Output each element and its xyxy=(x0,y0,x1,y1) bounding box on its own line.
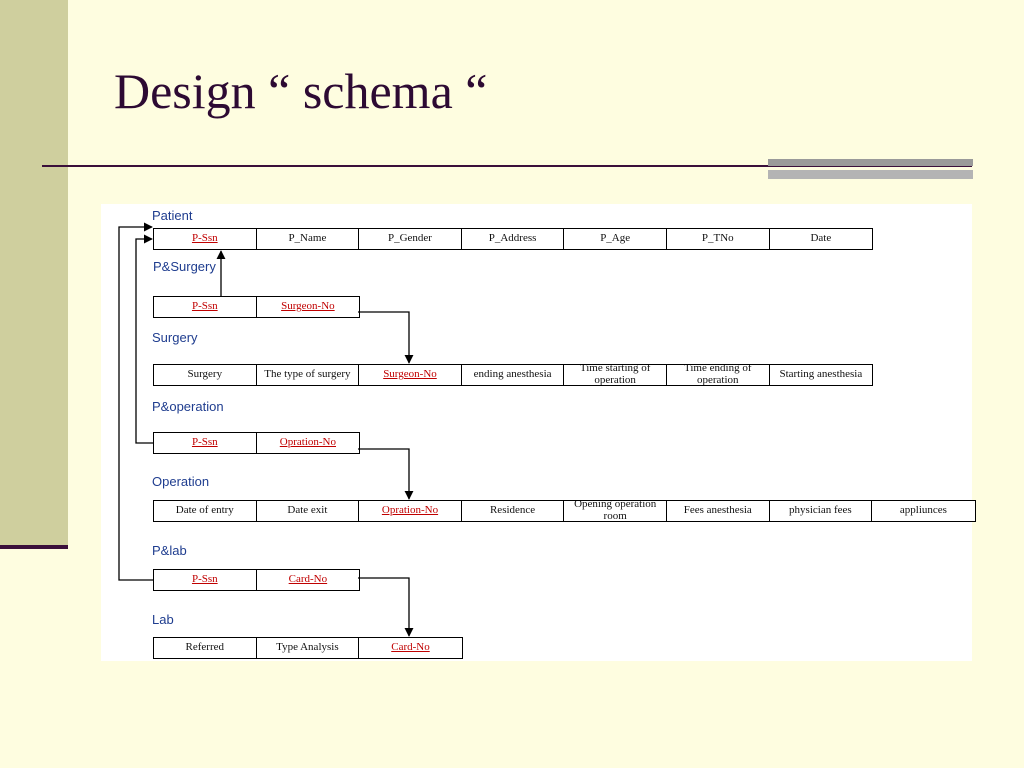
field-cell: Surgery xyxy=(154,365,257,385)
entity-label-lab: Lab xyxy=(152,612,174,627)
field-cell: Card-No xyxy=(391,641,430,654)
field-cell: Fees anesthesia xyxy=(667,501,770,521)
title-divider-accent-top xyxy=(768,159,973,166)
sidebar-band xyxy=(0,0,68,548)
field-cell: P_Age xyxy=(564,229,667,249)
entity-label-p-lab: P&lab xyxy=(152,543,187,558)
field-cell: P_Address xyxy=(462,229,565,249)
field-cell: Card-No xyxy=(288,573,328,586)
field-cell: P-Ssn xyxy=(154,570,257,590)
arrow-p-operation-to-operation xyxy=(358,448,414,500)
arrow-p-surgery-to-surgery xyxy=(358,311,414,364)
field-cell: P_Gender xyxy=(359,229,462,249)
arrow-p-lab-to-patient xyxy=(118,222,153,581)
field-cell: P-Ssn xyxy=(154,229,257,249)
field-cell: Type Analysis xyxy=(257,638,360,658)
field-cell: Residence xyxy=(462,501,565,521)
field-cell: Time starting of operation xyxy=(564,365,667,385)
arrow-p-lab-to-lab xyxy=(358,577,414,637)
sidebar-accent-line xyxy=(0,545,68,549)
field-cell: Referred xyxy=(154,638,257,658)
field-cell: Opration-No xyxy=(279,436,336,449)
table-p-operation: P-Ssn Opration-No xyxy=(153,432,361,454)
field-cell: Surgeon-No xyxy=(281,300,335,313)
entity-label-surgery: Surgery xyxy=(152,330,198,345)
entity-label-patient: Patient xyxy=(152,208,193,223)
field-cell: Date of entry xyxy=(154,501,257,521)
table-p-surgery: P-Ssn Surgeon-No xyxy=(153,296,361,318)
entity-label-p-surgery: P&Surgery xyxy=(153,259,216,274)
field-cell: P-Ssn xyxy=(154,297,257,317)
field-cell: appliunces xyxy=(899,504,947,517)
entity-label-operation: Operation xyxy=(152,474,210,489)
entity-label-p-operation: P&operation xyxy=(152,399,224,414)
field-cell: Opening operation room xyxy=(564,501,667,521)
title-divider xyxy=(42,165,972,167)
field-cell: physician fees xyxy=(770,501,873,521)
field-cell: P_TNo xyxy=(667,229,770,249)
field-cell: Time ending of operation xyxy=(667,365,770,385)
title-divider-accent-bottom xyxy=(768,170,973,179)
field-cell: Surgeon-No xyxy=(359,365,462,385)
field-cell: P_Name xyxy=(257,229,360,249)
slide-title: Design “ schema “ xyxy=(114,63,488,119)
field-cell: Starting anesthesia xyxy=(779,368,863,381)
table-p-lab: P-Ssn Card-No xyxy=(153,569,361,591)
field-cell: Date exit xyxy=(257,501,360,521)
field-cell: Date xyxy=(810,232,832,245)
field-cell: Opration-No xyxy=(359,501,462,521)
arrow-p-operation-to-patient xyxy=(135,234,153,444)
field-cell: P-Ssn xyxy=(154,433,257,453)
field-cell: The type of surgery xyxy=(257,365,360,385)
field-cell: ending anesthesia xyxy=(462,365,565,385)
